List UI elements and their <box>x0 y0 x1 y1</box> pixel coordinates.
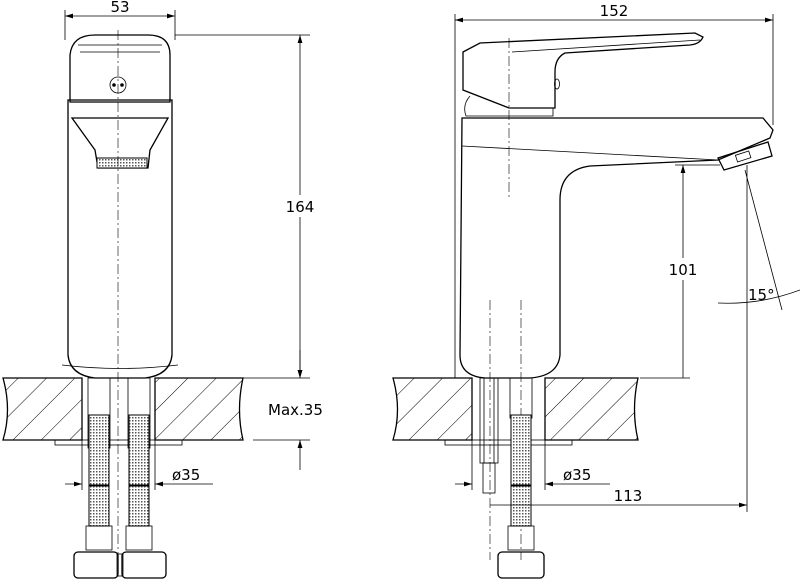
countertop-right <box>154 377 244 441</box>
dim-height: 164 <box>286 198 315 216</box>
faucet-body <box>67 99 173 379</box>
aerator <box>70 117 170 169</box>
threaded-rod <box>479 377 499 464</box>
countertop-left <box>392 377 473 441</box>
side-view: 152 101 15° 113 ø35 <box>392 2 800 579</box>
mounting-plate <box>54 439 183 446</box>
dim-angle: 15° <box>748 286 775 304</box>
countertop-right <box>544 377 639 441</box>
dim-spout-height: 101 <box>669 261 698 279</box>
handle-cap <box>69 34 171 103</box>
dim-hole: ø35 <box>563 466 591 484</box>
dim-length: 152 <box>600 2 629 20</box>
hose-nut <box>497 551 545 579</box>
front-view: 53 164 Max.35 ø35 <box>2 0 323 579</box>
hose-nut <box>121 551 167 579</box>
dim-reach: 113 <box>614 487 643 505</box>
hose-nut <box>73 551 119 579</box>
dim-width: 53 <box>110 0 129 16</box>
handle-lever <box>462 32 704 109</box>
supply-hose <box>497 377 545 579</box>
aerator <box>717 141 773 171</box>
countertop-left <box>2 377 83 441</box>
dim-deck-thickness: Max.35 <box>268 401 323 419</box>
supply-hoses <box>73 377 167 579</box>
faucet-body <box>459 117 774 379</box>
dim-hole: ø35 <box>172 466 200 484</box>
